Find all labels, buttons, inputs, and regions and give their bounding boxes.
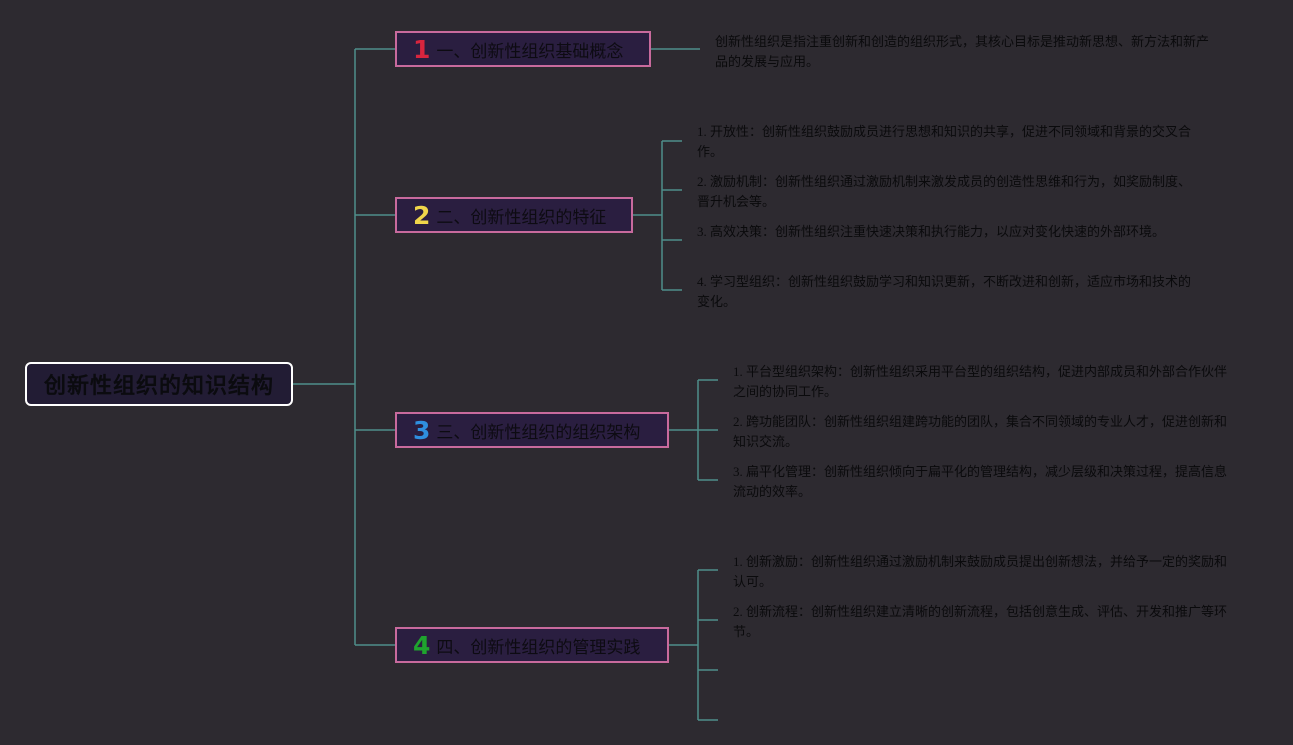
branch-2-title: 二、创新性组织的特征 [436,207,607,228]
branch-3-title: 三、创新性组织的组织架构 [436,422,641,443]
branch-2-note-4: 4. 学习型组织：创新性组织鼓励学习和知识更新，不断改进和创新，适应市场和技术的… [697,274,1192,309]
branch-3-note-2: 2. 跨功能团队：创新性组织组建跨功能的团队，集合不同领域的专业人才，促进创新和… [733,414,1228,449]
root-title: 创新性组织的知识结构 [43,374,274,399]
branch-3-note-1: 1. 平台型组织架构：创新性组织采用平台型的组织结构，促进内部成员和外部合作伙伴… [733,364,1228,399]
branch-2-note-3: 3. 高效决策：创新性组织注重快速决策和执行能力，以应对变化快速的外部环境。 [697,224,1166,239]
branch-2[interactable]: 2 二、创新性组织的特征 [395,197,633,233]
branch-1[interactable]: 1 一、创新性组织基础概念 [395,31,651,67]
number-2-icon: 2 [413,200,431,230]
number-4-icon: 4 [413,630,431,660]
number-3-icon: 3 [413,415,431,445]
branch-2-note-2: 2. 激励机制：创新性组织通过激励机制来激发成员的创造性思维和行为，如奖励制度、… [697,174,1192,209]
branch-4-title: 四、创新性组织的管理实践 [436,637,641,658]
branch-4-note-2: 2. 创新流程：创新性组织建立清晰的创新流程，包括创意生成、评估、开发和推广等环… [733,604,1228,639]
branch-3-note-3: 3. 扁平化管理：创新性组织倾向于扁平化的管理结构，减少层级和决策过程，提高信息… [733,464,1228,499]
branch-1-note-1: 创新性组织是指注重创新和创造的组织形式，其核心目标是推动新思想、新方法和新产品的… [715,34,1210,69]
branch-1-title: 一、创新性组织基础概念 [436,41,624,62]
branch-4[interactable]: 4 四、创新性组织的管理实践 [395,627,669,663]
branch-2-note-1: 1. 开放性：创新性组织鼓励成员进行思想和知识的共享，促进不同领域和背景的交叉合… [697,124,1192,159]
root-topic[interactable]: 创新性组织的知识结构 [25,362,293,406]
branch-3[interactable]: 3 三、创新性组织的组织架构 [395,412,669,448]
branch-4-note-1: 1. 创新激励：创新性组织通过激励机制来鼓励成员提出创新想法，并给予一定的奖励和… [733,554,1228,589]
number-1-icon: 1 [413,34,431,64]
